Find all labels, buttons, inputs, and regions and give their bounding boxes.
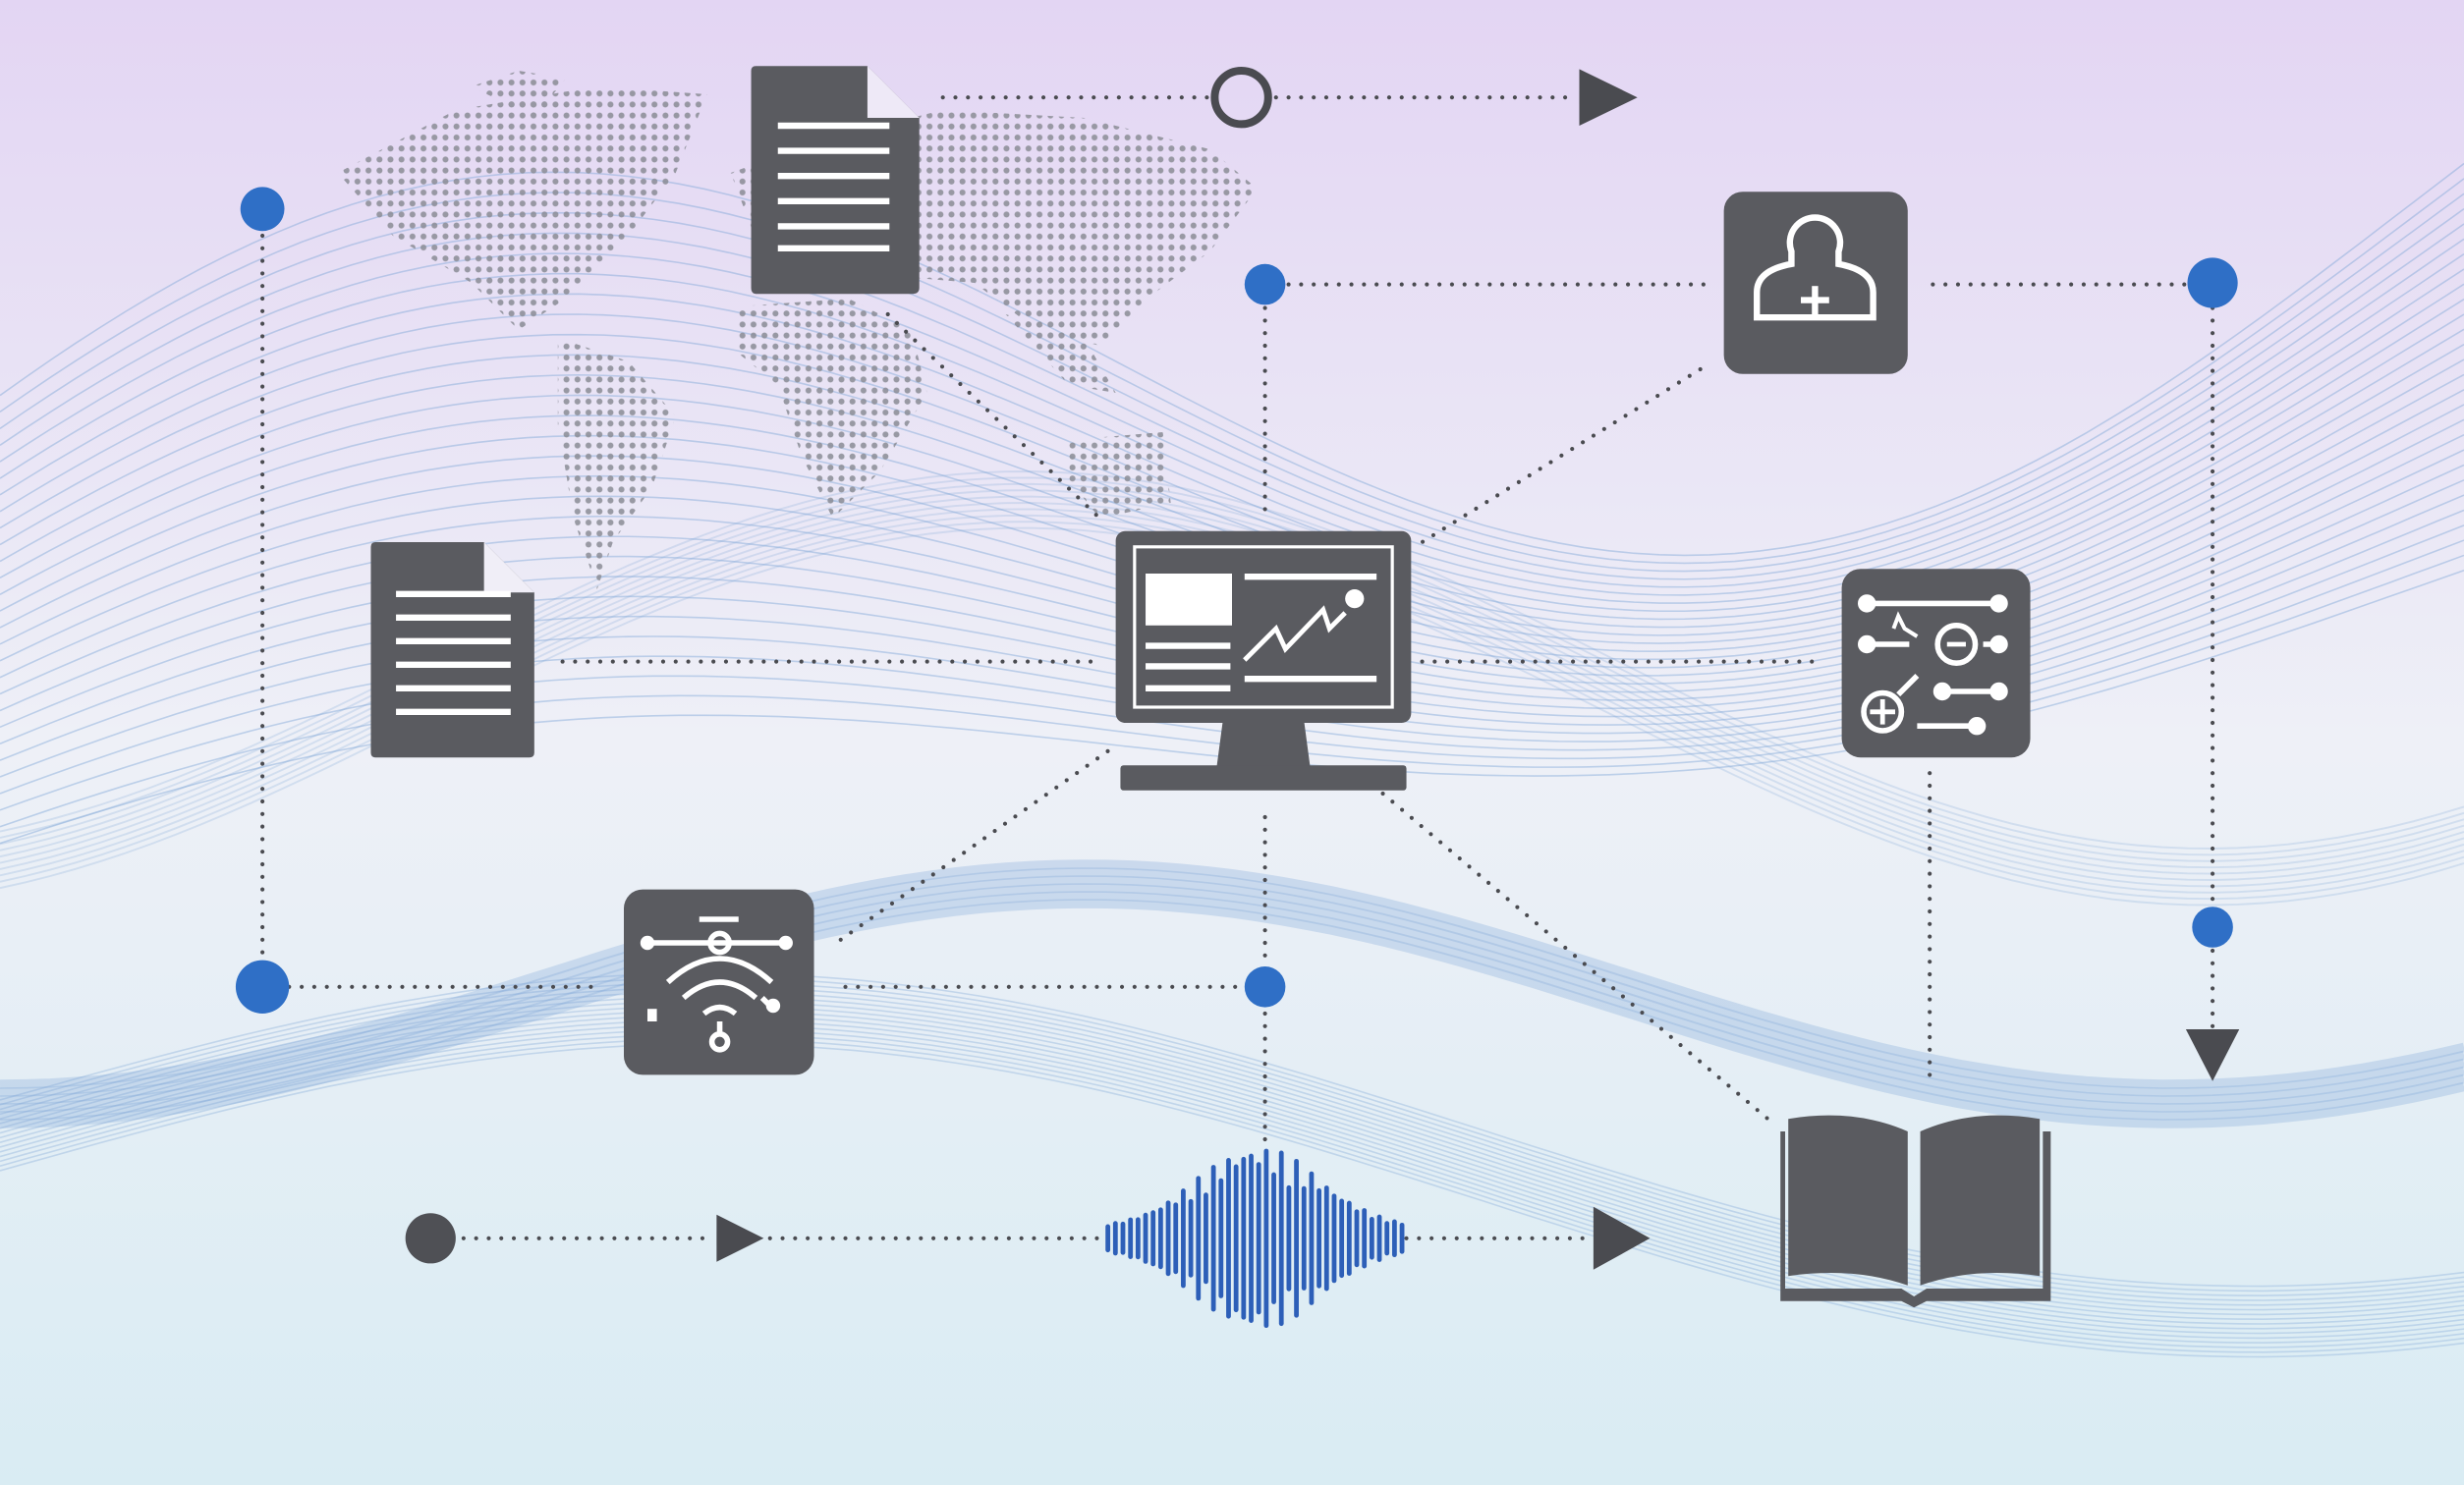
- wave-line: [0, 971, 2464, 1288]
- blue-node: [1244, 966, 1286, 1008]
- wave-line: [0, 207, 2464, 580]
- blue-node: [235, 960, 290, 1014]
- blue-nodes: [235, 187, 2238, 1014]
- wave-line: [0, 859, 2464, 1089]
- wave-line: [0, 1023, 2464, 1340]
- wave-line: [0, 976, 2464, 1292]
- wave-line: [0, 1028, 2464, 1345]
- wave-line: [0, 991, 2464, 1306]
- blue-node: [2192, 907, 2233, 948]
- wave-line: [0, 995, 2464, 1311]
- arrow-right-icon: [716, 1214, 764, 1262]
- connector: [838, 748, 1110, 942]
- wave-line: [0, 1038, 2464, 1353]
- user-add-icon: [1723, 192, 1908, 374]
- connectors: [260, 95, 2215, 1240]
- ring-node: [1210, 67, 1272, 129]
- wave-line: [0, 1005, 2464, 1321]
- wave-line: [0, 268, 2464, 613]
- wave-line: [0, 1042, 2464, 1358]
- wave-line: [0, 1010, 2464, 1325]
- document-icon: [751, 66, 920, 295]
- connector: [885, 311, 1102, 522]
- blue-node: [1244, 263, 1286, 305]
- wave-line: [0, 1015, 2464, 1330]
- gray-node: [405, 1213, 456, 1264]
- wave-line: [0, 875, 2464, 1105]
- wave-line: [0, 283, 2464, 621]
- audio-waveform-icon: [1105, 1148, 1405, 1329]
- document-icon: [370, 542, 534, 758]
- wave-line: [0, 883, 2464, 1113]
- wave-line: [0, 1018, 2464, 1335]
- monitor-chart-icon: [1115, 530, 1412, 791]
- arrow-right-icon: [1593, 1206, 1651, 1270]
- wave-line: [0, 1033, 2464, 1348]
- wave-line: [0, 223, 2464, 588]
- world-map: [337, 71, 1258, 589]
- circuit-icon: [1841, 569, 2031, 758]
- connector: [1420, 366, 1703, 545]
- blue-node: [2187, 257, 2238, 308]
- connector: [1380, 791, 1770, 1122]
- book-icon: [1780, 1115, 2051, 1308]
- wave-line: [0, 238, 2464, 596]
- arrow-down-icon: [2185, 1029, 2240, 1081]
- wave-line: [0, 899, 2464, 1128]
- arrow-right-icon: [1579, 69, 1638, 126]
- wave-line: [0, 253, 2464, 604]
- wave-line: [0, 1000, 2464, 1316]
- network-icon: [623, 889, 814, 1075]
- wave-line: [0, 981, 2464, 1297]
- arrowheads: [716, 69, 2240, 1270]
- blue-node: [240, 187, 285, 232]
- wave-line: [0, 986, 2464, 1301]
- wave-line: [0, 867, 2464, 1097]
- wave-line: [0, 891, 2464, 1121]
